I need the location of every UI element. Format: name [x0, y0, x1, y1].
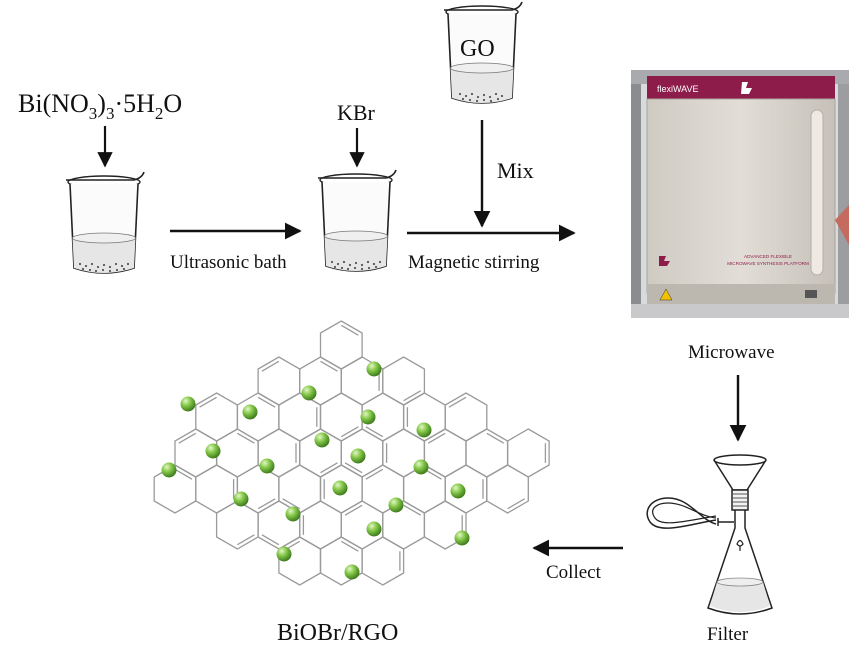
- lattice-double-bond: [448, 396, 467, 408]
- biobr-particle: [233, 491, 249, 507]
- lattice-hexagon: [506, 428, 550, 478]
- lattice-hexagon: [361, 536, 405, 586]
- lattice-hexagon: [215, 500, 259, 550]
- go-label: GO: [460, 36, 495, 62]
- microwave-label: Microwave: [688, 342, 775, 363]
- lattice-hexagon: [382, 356, 426, 406]
- lattice-hexagon: [278, 464, 322, 514]
- lattice-double-bond: [365, 468, 384, 480]
- lattice-double-bond: [403, 390, 422, 402]
- lattice-double-bond: [320, 462, 338, 474]
- lattice-double-bond: [282, 498, 301, 510]
- lattice-hexagon: [382, 500, 426, 550]
- lattice-hexagon: [236, 392, 280, 442]
- biobr-particles: [161, 361, 470, 580]
- lattice-hexagon: [423, 500, 467, 550]
- biobr-particle: [314, 432, 330, 448]
- lattice-hexagon: [278, 392, 322, 442]
- biobr-particle: [416, 422, 432, 438]
- filter-flask: [646, 454, 773, 615]
- lattice-double-bond: [199, 396, 217, 408]
- lattice-hexagon: [423, 428, 467, 478]
- lattice-hexagon: [299, 500, 342, 550]
- lattice-double-bond: [340, 324, 359, 336]
- biobr-particle: [242, 404, 258, 420]
- biobr-particle: [350, 448, 366, 464]
- lattice-hexagon: [257, 356, 301, 406]
- kbr-label: KBr: [337, 100, 376, 125]
- biobr-particle: [360, 409, 376, 425]
- biobr-particle: [301, 385, 317, 401]
- mix-label: Mix: [497, 158, 534, 183]
- lattice-double-bond: [237, 534, 255, 546]
- microwave-caption-2: MICROWAVE SYNTHESIS PLATFORM: [727, 261, 809, 266]
- lattice-double-bond: [403, 504, 422, 516]
- lattice-hexagon: [444, 392, 488, 442]
- biobr-particle: [276, 546, 292, 562]
- microwave-brand: flexiWAVE: [657, 84, 699, 94]
- rgo-lattice: [153, 320, 550, 586]
- bismuth-nitrate-label: Bi(NO3)3·5H2O: [18, 89, 182, 123]
- beaker-go: [443, 1, 523, 104]
- lattice-hexagon: [465, 428, 509, 478]
- lattice-hexagon: [195, 392, 239, 442]
- biobr-particle: [454, 530, 470, 546]
- lattice-hexagon: [319, 392, 363, 442]
- biobr-particle: [161, 462, 177, 478]
- lattice-double-bond: [261, 360, 280, 372]
- filter-label: Filter: [707, 624, 749, 645]
- biobr-particle: [413, 459, 429, 475]
- collect-label: Collect: [546, 562, 602, 583]
- biobr-particle: [285, 506, 301, 522]
- microwave-caption-1: ADVANCED FLEXIBLE: [744, 254, 792, 259]
- lattice-hexagon: [215, 428, 259, 478]
- lattice-double-bond: [261, 534, 280, 546]
- ultrasonic-label: Ultrasonic bath: [170, 252, 287, 273]
- microwave-device: flexiWAVE ADVANCED FLEXIBLE MICROWAVE SY…: [631, 70, 849, 318]
- lattice-double-bond: [507, 498, 525, 510]
- lattice-double-bond: [257, 498, 276, 510]
- product-label: BiOBr/RGO: [277, 620, 398, 646]
- biobr-particle: [205, 443, 221, 459]
- lattice-double-bond: [340, 540, 359, 552]
- lattice-double-bond: [257, 396, 276, 408]
- biobr-particle: [366, 521, 382, 537]
- biobr-particle: [388, 497, 404, 513]
- beaker-2: [317, 169, 397, 272]
- lattice-hexagon: [486, 464, 529, 514]
- lattice-double-bond: [237, 432, 255, 444]
- lattice-double-bond: [344, 504, 363, 516]
- lattice-hexagon: [195, 464, 239, 514]
- biobr-particle: [332, 480, 348, 496]
- biobr-particle: [366, 361, 382, 377]
- sediment-1: [78, 262, 130, 273]
- lattice-double-bond: [427, 432, 446, 444]
- sediment-2: [330, 260, 382, 271]
- lattice-double-bond: [486, 432, 505, 444]
- lattice-hexagon: [319, 320, 363, 370]
- lattice-double-bond: [174, 468, 193, 480]
- biobr-particle: [450, 483, 466, 499]
- lattice-double-bond: [344, 462, 363, 474]
- lattice-double-bond: [320, 360, 338, 372]
- biobr-particle: [259, 458, 275, 474]
- biobr-particle: [180, 396, 196, 412]
- beaker-1: [65, 171, 145, 274]
- lattice-double-bond: [365, 426, 384, 438]
- magnetic-label: Magnetic stirring: [408, 252, 540, 273]
- lattice-double-bond: [178, 432, 197, 444]
- biobr-particle: [344, 564, 360, 580]
- lattice-double-bond: [340, 426, 359, 438]
